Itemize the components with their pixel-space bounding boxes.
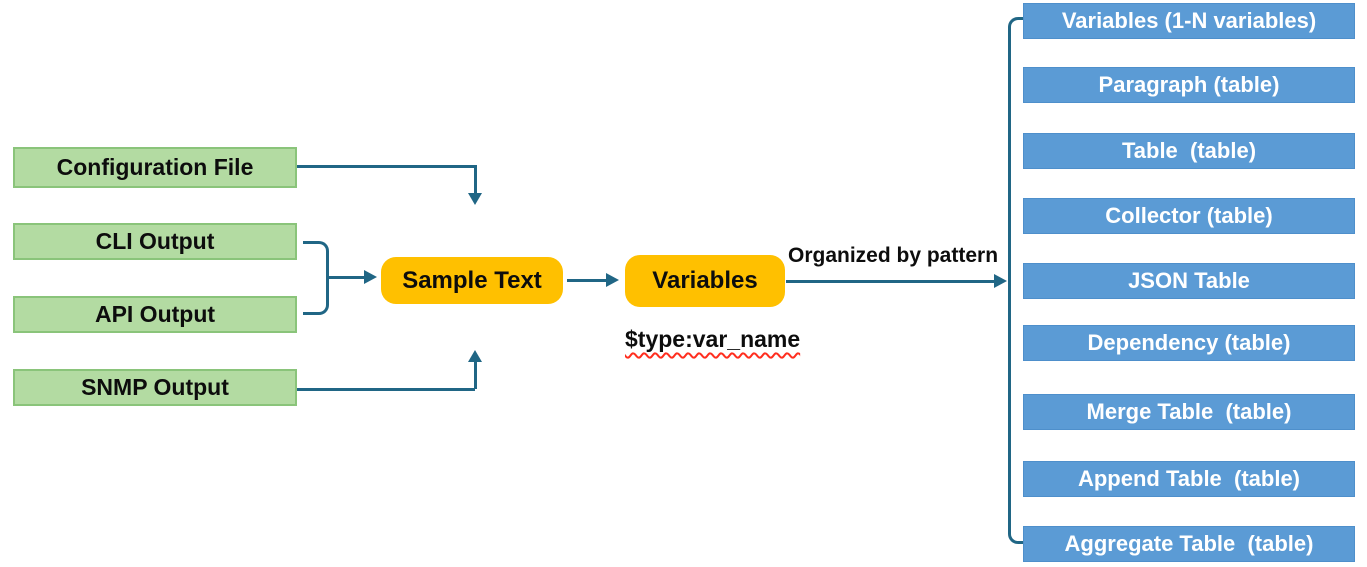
source-label: CLI Output	[95, 228, 215, 254]
source-box-cli-output: CLI Output	[13, 223, 297, 260]
pattern-label: Paragraph (table)	[1098, 72, 1280, 97]
cli-api-bracket	[303, 241, 329, 315]
pattern-box-collector: Collector (table)	[1023, 198, 1355, 234]
connector-config-to-sample	[474, 165, 477, 193]
variables-label: Variables	[652, 267, 758, 294]
connector-config-to-sample	[297, 165, 475, 168]
variables-box: Variables	[625, 255, 785, 307]
arrowhead-up-icon	[468, 350, 482, 362]
connector-snmp-to-sample	[297, 388, 475, 391]
variable-syntax-text: $type:var_name	[625, 326, 801, 352]
pattern-box-dependency: Dependency (table)	[1023, 325, 1355, 361]
pattern-label: Dependency (table)	[1087, 330, 1291, 355]
pattern-label: JSON Table	[1128, 268, 1250, 293]
connector-sample-to-variables	[567, 279, 609, 282]
pattern-label: Collector (table)	[1105, 203, 1273, 228]
pattern-box-variables: Variables (1-N variables)	[1023, 3, 1355, 39]
arrowhead-right-icon	[364, 270, 377, 284]
pattern-label: Aggregate Table (table)	[1064, 531, 1314, 556]
pattern-label: Append Table (table)	[1077, 466, 1301, 491]
pattern-box-append-table: Append Table (table)	[1023, 461, 1355, 497]
pattern-box-aggregate-table: Aggregate Table (table)	[1023, 526, 1355, 562]
pattern-box-merge-table: Merge Table (table)	[1023, 394, 1355, 430]
source-box-snmp-output: SNMP Output	[13, 369, 297, 406]
pattern-box-table: Table (table)	[1023, 133, 1355, 169]
pattern-box-paragraph: Paragraph (table)	[1023, 67, 1355, 103]
source-box-configuration-file: Configuration File	[13, 147, 297, 188]
pattern-label: Merge Table (table)	[1086, 399, 1292, 424]
connector-variables-to-patterns	[786, 280, 996, 283]
arrowhead-right-icon	[994, 274, 1007, 288]
organized-by-pattern-label: Organized by pattern	[788, 244, 999, 267]
sample-text-box: Sample Text	[381, 257, 563, 304]
arrowhead-down-icon	[468, 193, 482, 205]
connector-snmp-to-sample	[474, 361, 477, 389]
source-label: Configuration File	[56, 154, 254, 180]
source-label: API Output	[94, 301, 216, 327]
connector-bracket-to-sample	[327, 276, 367, 279]
pattern-label: Variables (1-N variables)	[1061, 8, 1317, 33]
pattern-label: Table (table)	[1121, 138, 1257, 163]
source-box-api-output: API Output	[13, 296, 297, 333]
source-label: SNMP Output	[81, 374, 229, 400]
arrowhead-right-icon	[606, 273, 619, 287]
patterns-bracket	[1008, 17, 1023, 544]
sample-text-label: Sample Text	[402, 266, 542, 294]
pattern-box-json-table: JSON Table	[1023, 263, 1355, 299]
